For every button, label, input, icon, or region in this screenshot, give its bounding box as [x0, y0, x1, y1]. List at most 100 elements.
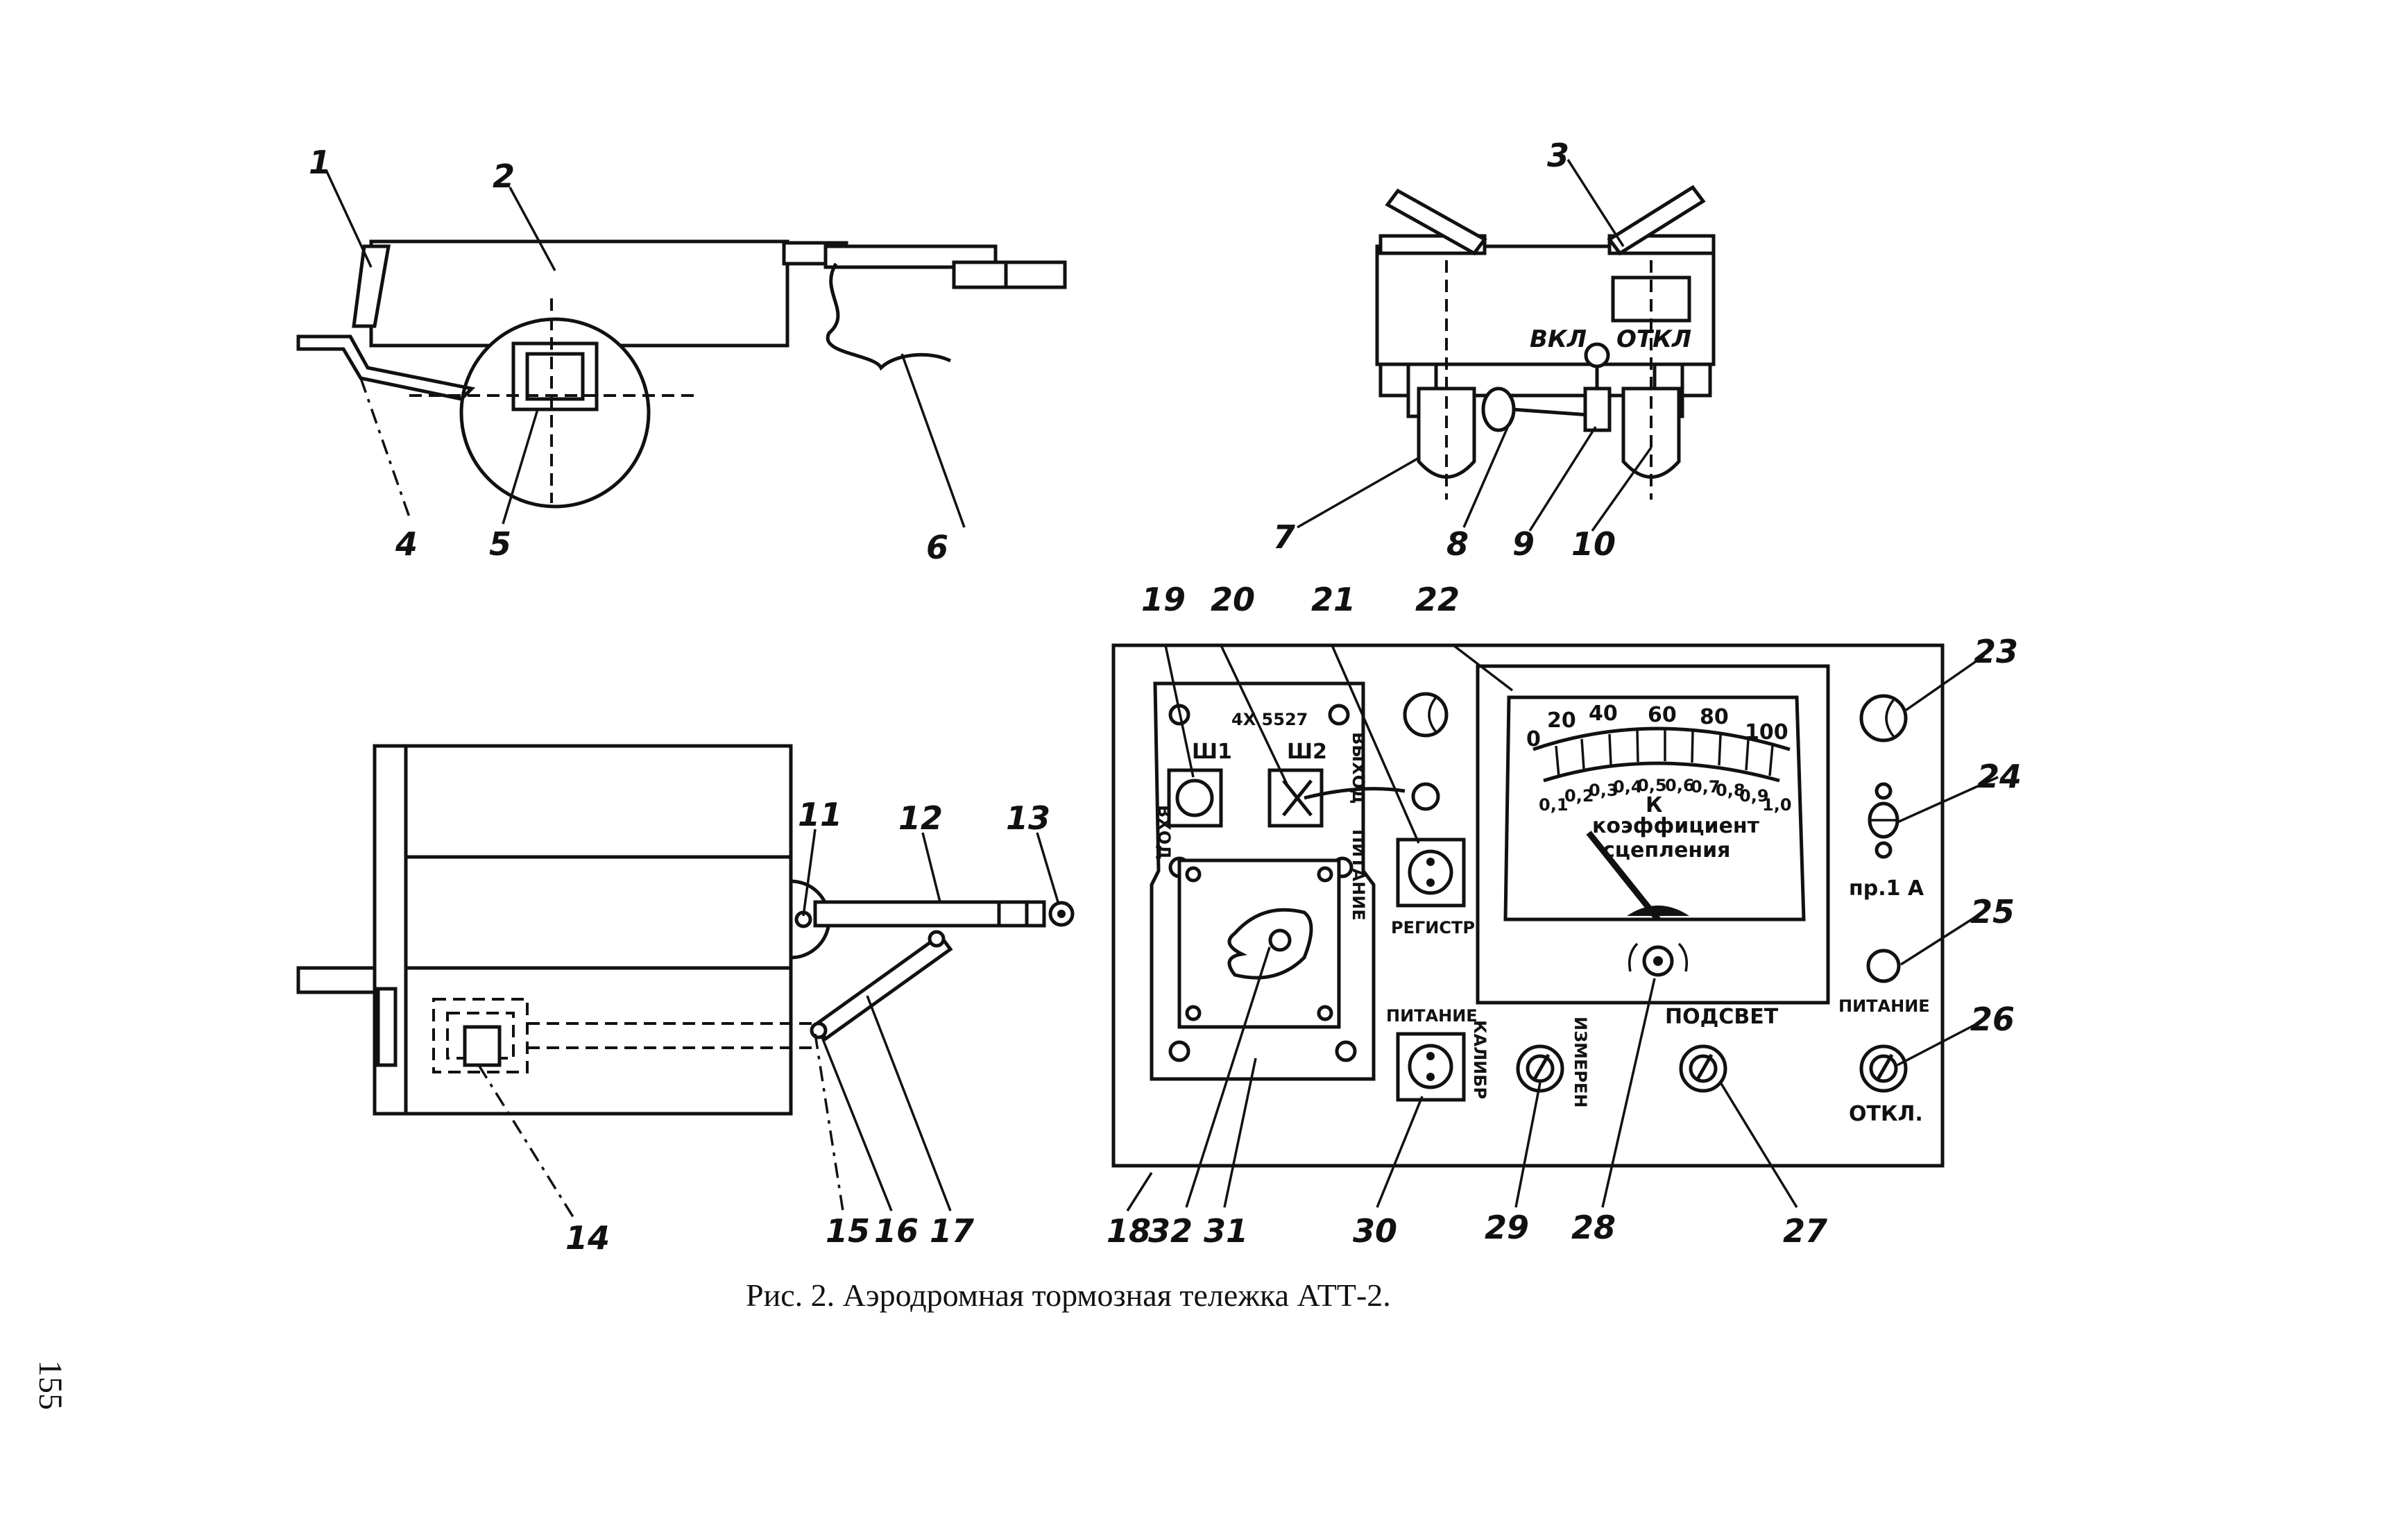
callout-21: 21 [1311, 581, 1356, 618]
callout-18: 18 [1107, 1212, 1151, 1250]
meter-face [1503, 695, 1806, 921]
front-left-handle [1385, 188, 1487, 256]
front-lever [1512, 407, 1589, 417]
scale-bottom-6: 0,6 [1665, 776, 1695, 795]
front-switch-knob [1584, 342, 1610, 368]
callout-28: 28 [1571, 1209, 1616, 1246]
backlight-label: ПОДСВЕТ [1665, 1005, 1779, 1029]
callout-30: 30 [1353, 1212, 1397, 1250]
fuse-clip-top [1875, 782, 1893, 800]
front-view: ВКЛ ОТКЛ [1375, 185, 1716, 500]
side-wheel [459, 317, 651, 509]
indicator-lamp-left [1403, 692, 1449, 738]
top-body [373, 744, 793, 1116]
side-tow-eye [952, 260, 1067, 289]
power-lamp-label: ПИТАНИЕ [1838, 996, 1930, 1016]
front-right-handle [1607, 185, 1706, 256]
top-hidden-block [463, 1025, 502, 1067]
callout-15: 15 [826, 1212, 870, 1250]
off-label: ОТКЛ. [1849, 1102, 1923, 1126]
callout-23: 23 [1974, 633, 2018, 670]
callout-4: 4 [395, 525, 418, 563]
callout-9: 9 [1512, 525, 1535, 563]
scale-top-60: 60 [1648, 703, 1677, 727]
top-slot [376, 987, 398, 1067]
cable-gland [1411, 782, 1440, 811]
callout-14: 14 [565, 1219, 610, 1257]
callout-27: 27 [1783, 1212, 1827, 1250]
power-vertical-label: ПИТАНИЕ [1349, 829, 1368, 921]
meter-title-line2: сцепления [1603, 838, 1730, 863]
control-panel: Ш1 Ш2 4Х 5527 ВХОД ВЫХОД ПИТАНИЕ РЕГИСТР… [1111, 643, 1945, 1168]
scale-bottom-10: 1,0 [1762, 795, 1792, 815]
scale-bottom-8: 0,8 [1716, 781, 1745, 800]
scale-top-100: 100 [1745, 720, 1788, 745]
output-label: ВЫХОД [1349, 732, 1368, 804]
scale-top-20: 20 [1547, 708, 1576, 733]
side-view [296, 239, 1067, 509]
scale-bottom-2: 0,2 [1564, 786, 1594, 806]
scale-bottom-5: 0,5 [1637, 776, 1667, 795]
callout-2: 2 [493, 158, 515, 195]
top-hidden-box [432, 998, 529, 1073]
callout-10: 10 [1571, 525, 1616, 563]
connector-code: 4Х 5527 [1231, 710, 1308, 729]
callout-26: 26 [1970, 1001, 2015, 1038]
calibr-measure-toggle[interactable] [1516, 1044, 1564, 1093]
callout-1: 1 [309, 144, 331, 181]
callout-16: 16 [874, 1212, 919, 1250]
backlight-toggle[interactable] [1679, 1044, 1727, 1093]
side-front-plate [352, 244, 391, 328]
off-toggle[interactable] [1859, 1044, 1908, 1093]
callout-20: 20 [1211, 581, 1255, 618]
callout-6: 6 [926, 529, 948, 566]
callout-3: 3 [1547, 137, 1569, 174]
sh2-label: Ш2 [1287, 740, 1327, 764]
input-label: ВХОД [1154, 805, 1174, 860]
top-brace [812, 933, 953, 1042]
side-hub [525, 352, 585, 401]
meter-needle [1586, 831, 1661, 921]
callout-25: 25 [1970, 893, 2015, 931]
callout-17: 17 [930, 1212, 974, 1250]
fuse-label: пр.1 А [1849, 876, 1924, 901]
indicator-lamp-right [1859, 694, 1908, 742]
top-side-bar [296, 966, 377, 994]
measure-label: ИЗМЕРЕН [1571, 1017, 1590, 1107]
callout-7: 7 [1273, 518, 1295, 556]
scale-bottom-4: 0,4 [1613, 777, 1643, 797]
front-left-wheel [1417, 386, 1476, 479]
calibr-label: КАЛИБР [1470, 1020, 1489, 1099]
callout-12: 12 [898, 799, 943, 837]
callout-8: 8 [1446, 525, 1469, 563]
power-lamp [1866, 949, 1901, 983]
side-cable [826, 262, 952, 371]
scale-bottom-7: 0,7 [1691, 777, 1720, 797]
meter-symbol: К [1646, 793, 1663, 817]
scale-bottom-3: 0,3 [1589, 781, 1619, 800]
scale-top-0: 0 [1526, 727, 1541, 751]
scale-bottom-1: 0,1 [1539, 795, 1569, 815]
meter-arc-outer [1532, 726, 1791, 751]
top-view [296, 744, 1075, 1116]
callouts: 1 2 3 4 5 6 7 8 9 10 11 12 13 14 15 16 1… [309, 137, 2022, 1257]
callout-13: 13 [1006, 799, 1050, 837]
callout-29: 29 [1485, 1209, 1529, 1246]
fuse-clip-bottom [1875, 841, 1893, 859]
meter-title-line1: коэффициент [1592, 814, 1760, 838]
scale-top-40: 40 [1589, 702, 1618, 726]
page-number: 155 [32, 1360, 69, 1410]
callout-19: 19 [1141, 581, 1186, 618]
scale-top-80: 80 [1700, 705, 1729, 729]
scale-bottom-9: 0,9 [1739, 786, 1769, 806]
callout-31: 31 [1204, 1212, 1248, 1250]
callout-5: 5 [489, 525, 511, 563]
side-handle [296, 334, 476, 401]
callout-22: 22 [1415, 581, 1460, 618]
power-socket-label: ПИТАНИЕ [1386, 1006, 1478, 1026]
figure-caption: Рис. 2. Аэродромная тормозная тележка АТ… [746, 1277, 1391, 1313]
front-off-label: ОТКЛ [1616, 325, 1691, 353]
meter-arc-inner [1543, 761, 1780, 783]
